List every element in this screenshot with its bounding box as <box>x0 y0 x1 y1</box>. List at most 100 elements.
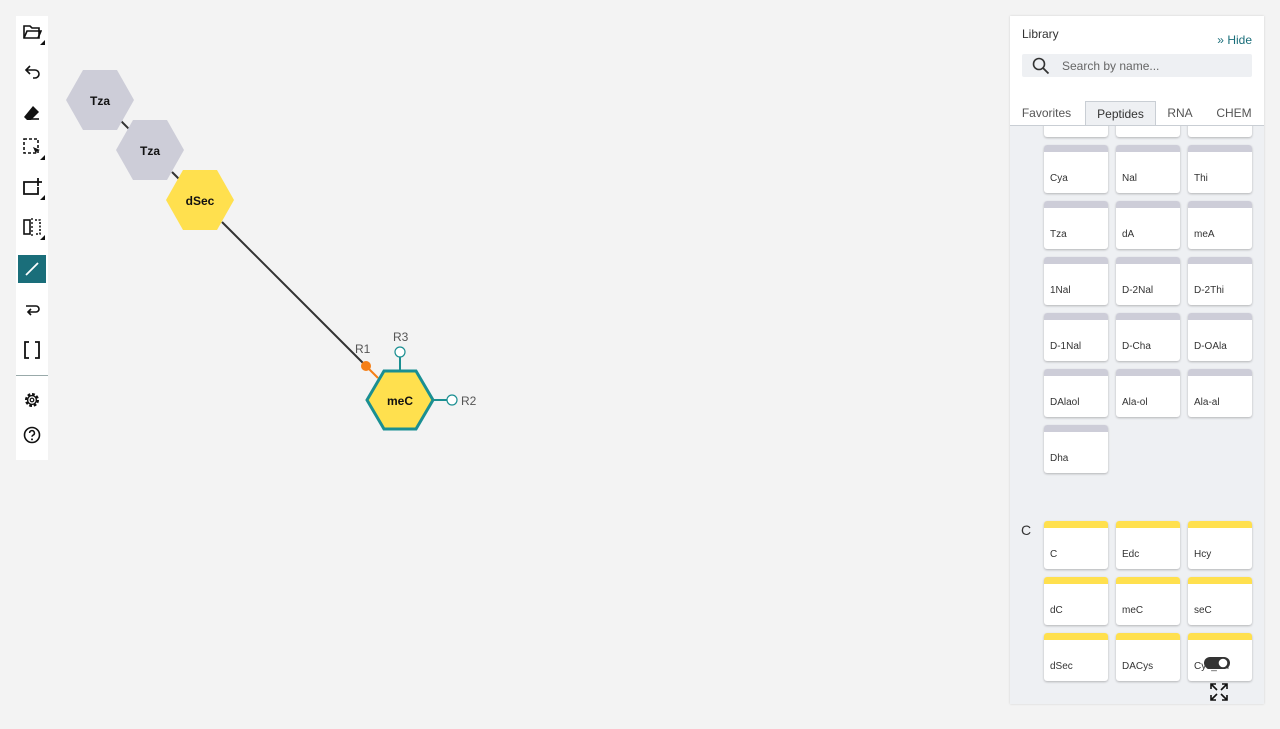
select-icon <box>23 138 40 154</box>
monomer-card-label: Hcy <box>1194 549 1212 560</box>
tab-peptides[interactable]: Peptides <box>1085 101 1156 125</box>
monomer-card[interactable]: D-2Thi <box>1188 257 1252 305</box>
expand-icon[interactable] <box>1209 682 1229 702</box>
tab-chem[interactable]: CHEM <box>1216 106 1252 120</box>
monomer-card[interactable]: D-2Nal <box>1116 257 1180 305</box>
monomer-color-bar <box>1044 145 1108 152</box>
arrow-button[interactable] <box>18 295 46 323</box>
monomer-card[interactable]: dSec <box>1044 633 1108 681</box>
monomer-label: meC <box>387 394 413 408</box>
menu-corner-icon <box>40 155 45 160</box>
monomer-tza-2[interactable]: Tza <box>116 120 184 180</box>
search-input[interactable] <box>1062 54 1248 77</box>
monomer-color-bar <box>1116 521 1180 528</box>
structure-svg: Tza Tza dSec meC R1 R3 R2 <box>66 70 477 431</box>
monomer-card[interactable]: Thi <box>1188 145 1252 193</box>
attachment-label-r3: R3 <box>393 330 409 344</box>
monomer-color-bar <box>1116 201 1180 208</box>
monomer-card[interactable]: DACys <box>1116 633 1180 681</box>
monomer-color-bar <box>1188 201 1252 208</box>
monomer-color-bar <box>1044 369 1108 376</box>
layout-button[interactable] <box>18 213 46 241</box>
monomer-color-bar <box>1188 633 1252 640</box>
monomer-card[interactable]: Edc <box>1116 521 1180 569</box>
undo-icon <box>24 65 40 79</box>
erase-button[interactable] <box>18 99 46 127</box>
monomer-card[interactable]: Ala-ol <box>1116 369 1180 417</box>
open-file-button[interactable] <box>18 18 46 46</box>
monomer-card-label: D-1Nal <box>1050 341 1082 352</box>
monomer-color-bar <box>1044 577 1108 584</box>
search-icon <box>1032 57 1050 75</box>
monomer-card[interactable]: Nal <box>1116 145 1180 193</box>
folder-icon <box>23 25 42 39</box>
select-button[interactable] <box>18 133 46 161</box>
tab-favorites[interactable]: Favorites <box>1021 106 1072 120</box>
monomer-card[interactable]: C <box>1044 521 1108 569</box>
attachment-point-r1[interactable] <box>361 361 371 371</box>
monomer-card[interactable]: 1Nal <box>1044 257 1108 305</box>
bond-line-icon <box>25 262 39 276</box>
monomer-color-bar <box>1044 633 1108 640</box>
curved-arrow-icon <box>26 305 40 316</box>
monomer-card[interactable]: seC <box>1188 577 1252 625</box>
attachment-label-r1: R1 <box>355 342 371 356</box>
menu-corner-icon <box>40 40 45 45</box>
canvas[interactable]: Tza Tza dSec meC R1 R3 R2 <box>48 0 1010 724</box>
help-button[interactable] <box>18 421 46 449</box>
monomer-card[interactable]: dA <box>1116 201 1180 249</box>
hide-library-button[interactable]: » Hide <box>1217 33 1252 47</box>
bond[interactable] <box>221 221 367 367</box>
monomer-card-label: 1Nal <box>1050 285 1071 296</box>
monomer-color-bar <box>1188 577 1252 584</box>
monomer-card[interactable]: meC <box>1116 577 1180 625</box>
monomer-color-bar <box>1044 521 1108 528</box>
menu-corner-icon <box>40 195 45 200</box>
bond-button[interactable] <box>18 255 46 283</box>
monomer-card[interactable]: DAlaol <box>1044 369 1108 417</box>
attachment-point-r2[interactable] <box>446 394 458 406</box>
monomer-tza-1[interactable]: Tza <box>66 70 134 130</box>
monomer-card[interactable]: Tza <box>1044 201 1108 249</box>
monomer-card-label: D-Cha <box>1122 341 1151 352</box>
monomer-color-bar <box>1116 369 1180 376</box>
monomer-card[interactable]: dC <box>1044 577 1108 625</box>
double-chevron-right-icon: » <box>1217 33 1224 47</box>
add-sequence-button[interactable] <box>18 173 46 201</box>
monomer-dsec[interactable]: dSec <box>166 170 234 230</box>
library-panel: ABalChaCyaNalThiTzadAmeA1NalD-2NalD-2Thi… <box>1010 16 1264 704</box>
monomer-card-label: meC <box>1122 605 1144 616</box>
tab-rna[interactable]: RNA <box>1167 106 1193 120</box>
toggle-switch[interactable] <box>1203 656 1231 670</box>
monomer-color-bar <box>1116 633 1180 640</box>
brackets-button[interactable] <box>18 336 46 364</box>
add-sequence-icon <box>23 178 42 195</box>
monomer-card-label: dSec <box>1050 661 1073 672</box>
attachment-point-r3[interactable] <box>394 346 406 358</box>
monomer-color-bar <box>1116 577 1180 584</box>
monomer-card-label: meA <box>1194 229 1215 240</box>
monomer-card[interactable]: D-1Nal <box>1044 313 1108 361</box>
library-header: Library » Hide Favorites Peptides RNA CH… <box>1010 16 1264 126</box>
group-letter: C <box>1021 522 1032 538</box>
monomer-color-bar <box>1116 313 1180 320</box>
monomer-card[interactable]: Ala-al <box>1188 369 1252 417</box>
monomer-color-bar <box>1044 313 1108 320</box>
settings-button[interactable] <box>18 386 46 414</box>
bond[interactable] <box>171 171 180 180</box>
monomer-card[interactable]: Cya <box>1044 145 1108 193</box>
attachment-label-r2: R2 <box>461 394 477 408</box>
hide-label: Hide <box>1227 33 1252 47</box>
monomer-card-label: D-2Thi <box>1194 285 1225 296</box>
gear-icon <box>25 393 39 407</box>
monomer-card[interactable]: D-OAla <box>1188 313 1252 361</box>
monomer-card[interactable]: Dha <box>1044 425 1108 473</box>
monomer-card[interactable]: Hcy <box>1188 521 1252 569</box>
monomer-card-label: dC <box>1050 605 1063 616</box>
monomer-card[interactable]: D-Cha <box>1116 313 1180 361</box>
library-title: Library <box>1022 27 1059 41</box>
monomer-color-bar <box>1116 257 1180 264</box>
monomer-mec[interactable]: meC <box>365 369 435 431</box>
undo-button[interactable] <box>18 58 46 86</box>
monomer-card[interactable]: meA <box>1188 201 1252 249</box>
